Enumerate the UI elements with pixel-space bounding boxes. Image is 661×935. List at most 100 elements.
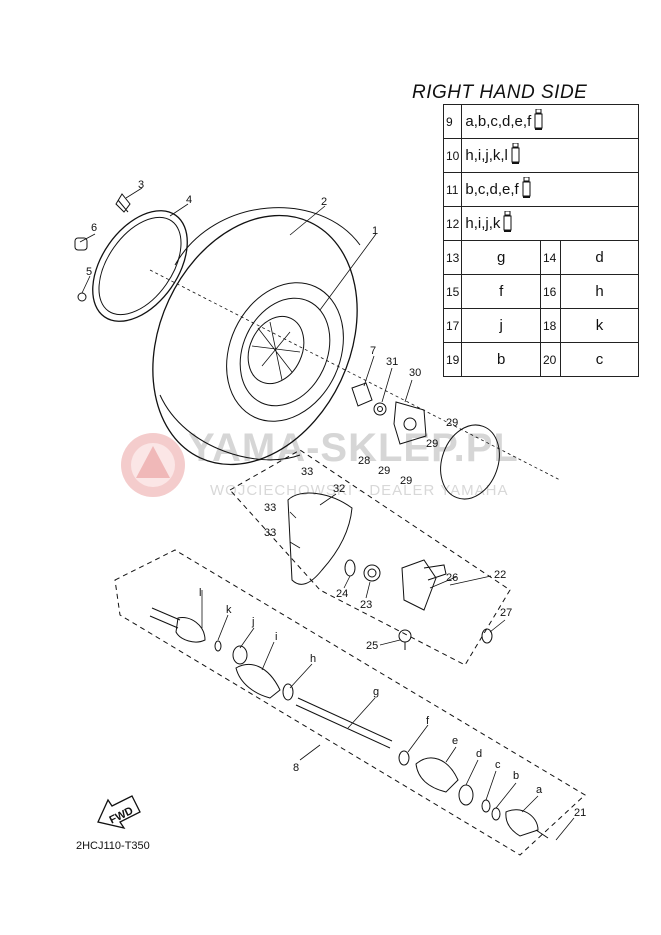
callout-i: i	[275, 631, 277, 643]
callout-29-c: 29	[378, 465, 390, 477]
brake-guard	[287, 492, 353, 585]
callout-1: 1	[372, 225, 378, 237]
bearing	[363, 564, 381, 582]
steering-knuckle	[401, 559, 437, 611]
callout-27: 27	[500, 607, 512, 619]
callout-33-c: 33	[264, 527, 276, 539]
bolt	[77, 292, 87, 302]
callout-6: 6	[91, 222, 97, 234]
callout-3: 3	[138, 179, 144, 191]
legend-part-number: 14	[539, 240, 561, 275]
legend-part-number: 18	[539, 308, 561, 343]
callout-28: 28	[358, 455, 370, 467]
callout-22: 22	[494, 569, 506, 581]
callout-g: g	[373, 686, 379, 698]
legend-part-code: b	[461, 342, 541, 377]
legend-part-code: k	[559, 308, 640, 343]
fwd-arrow-icon	[97, 795, 141, 830]
legend-part-number: 20	[539, 342, 561, 377]
callout-b: b	[513, 770, 519, 782]
legend-part-number: 10	[442, 138, 463, 173]
legend-codes-text: h,i,j,k	[465, 215, 501, 232]
wheel-rim	[239, 297, 331, 407]
figure-code: 2HCJ110-T350	[76, 840, 150, 852]
washer	[373, 402, 387, 416]
circlip	[344, 559, 356, 577]
bead-lock-ring	[92, 210, 188, 322]
valve-stem	[115, 193, 131, 213]
callout-d: d	[476, 748, 482, 760]
legend-part-number: 12	[442, 206, 463, 241]
callout-25: 25	[366, 640, 378, 652]
legend-part-number: 16	[539, 274, 561, 309]
page-title: RIGHT HAND SIDE	[412, 82, 588, 103]
legend-part-codes: a,b,c,d,e,f	[461, 104, 640, 139]
legend-part-number: 9	[442, 104, 463, 139]
wheel-hub	[393, 401, 427, 445]
legend-codes-text: b,c,d,e,f	[465, 181, 519, 198]
grease-tube-icon	[511, 142, 520, 169]
legend-part-codes: h,i,j,k,l	[461, 138, 640, 173]
tire	[152, 207, 361, 466]
legend-codes-text: a,b,c,d,e,f	[465, 113, 532, 130]
callout-e: e	[452, 735, 458, 747]
callout-33-a: 33	[301, 466, 313, 478]
callout-l: l	[199, 587, 201, 599]
callout-2: 2	[321, 196, 327, 208]
callout-j: j	[251, 616, 254, 628]
callout-k: k	[226, 604, 232, 616]
legend-part-code: j	[461, 308, 541, 343]
legend-part-number: 13	[442, 240, 463, 275]
legend-part-number: 17	[442, 308, 463, 343]
legend-part-code: c	[559, 342, 640, 377]
ball-joint	[398, 629, 412, 643]
callout-30: 30	[409, 367, 421, 379]
legend-part-code: d	[559, 240, 640, 275]
callout-8: 8	[293, 762, 299, 774]
callout-c: c	[495, 759, 501, 771]
dust-seal	[481, 628, 493, 644]
legend-part-code: f	[461, 274, 541, 309]
legend-part-number: 11	[442, 172, 463, 207]
brake-disc	[440, 424, 500, 500]
callout-f: f	[426, 715, 430, 727]
grease-tube-icon	[534, 108, 543, 135]
legend-part-number: 15	[442, 274, 463, 309]
hub-nut	[351, 382, 373, 407]
watermark: YAMA-SKLEP.PL WOJCIECHOWSKI - DEALER YAM…	[118, 418, 578, 508]
callout-29-d: 29	[400, 475, 412, 487]
callout-26: 26	[446, 572, 458, 584]
callout-29-a: 29	[426, 438, 438, 450]
wheel-weight	[74, 237, 88, 251]
legend-part-codes: b,c,d,e,f	[461, 172, 640, 207]
legend-part-code: h	[559, 274, 640, 309]
callout-5: 5	[86, 266, 92, 278]
callout-21: 21	[574, 807, 586, 819]
callout-h: h	[310, 653, 316, 665]
callout-24: 24	[336, 588, 348, 600]
legend-part-number: 19	[442, 342, 463, 377]
callout-4: 4	[186, 194, 192, 206]
legend-part-codes: h,i,j,k	[461, 206, 640, 241]
watermark-main-text: YAMA-SKLEP.PL	[188, 426, 519, 470]
grease-tube-icon	[522, 176, 531, 203]
legend-codes-text: h,i,j,k,l	[465, 147, 508, 164]
callout-7: 7	[370, 345, 376, 357]
callout-a: a	[536, 784, 543, 796]
watermark-logo-icon	[121, 433, 185, 497]
drive-shaft-assembly	[149, 607, 549, 839]
grease-tube-icon	[503, 210, 512, 237]
callout-32: 32	[333, 483, 345, 495]
watermark-sub-text: WOJCIECHOWSKI - DEALER YAMAHA	[210, 482, 509, 499]
callout-33-b: 33	[264, 502, 276, 514]
